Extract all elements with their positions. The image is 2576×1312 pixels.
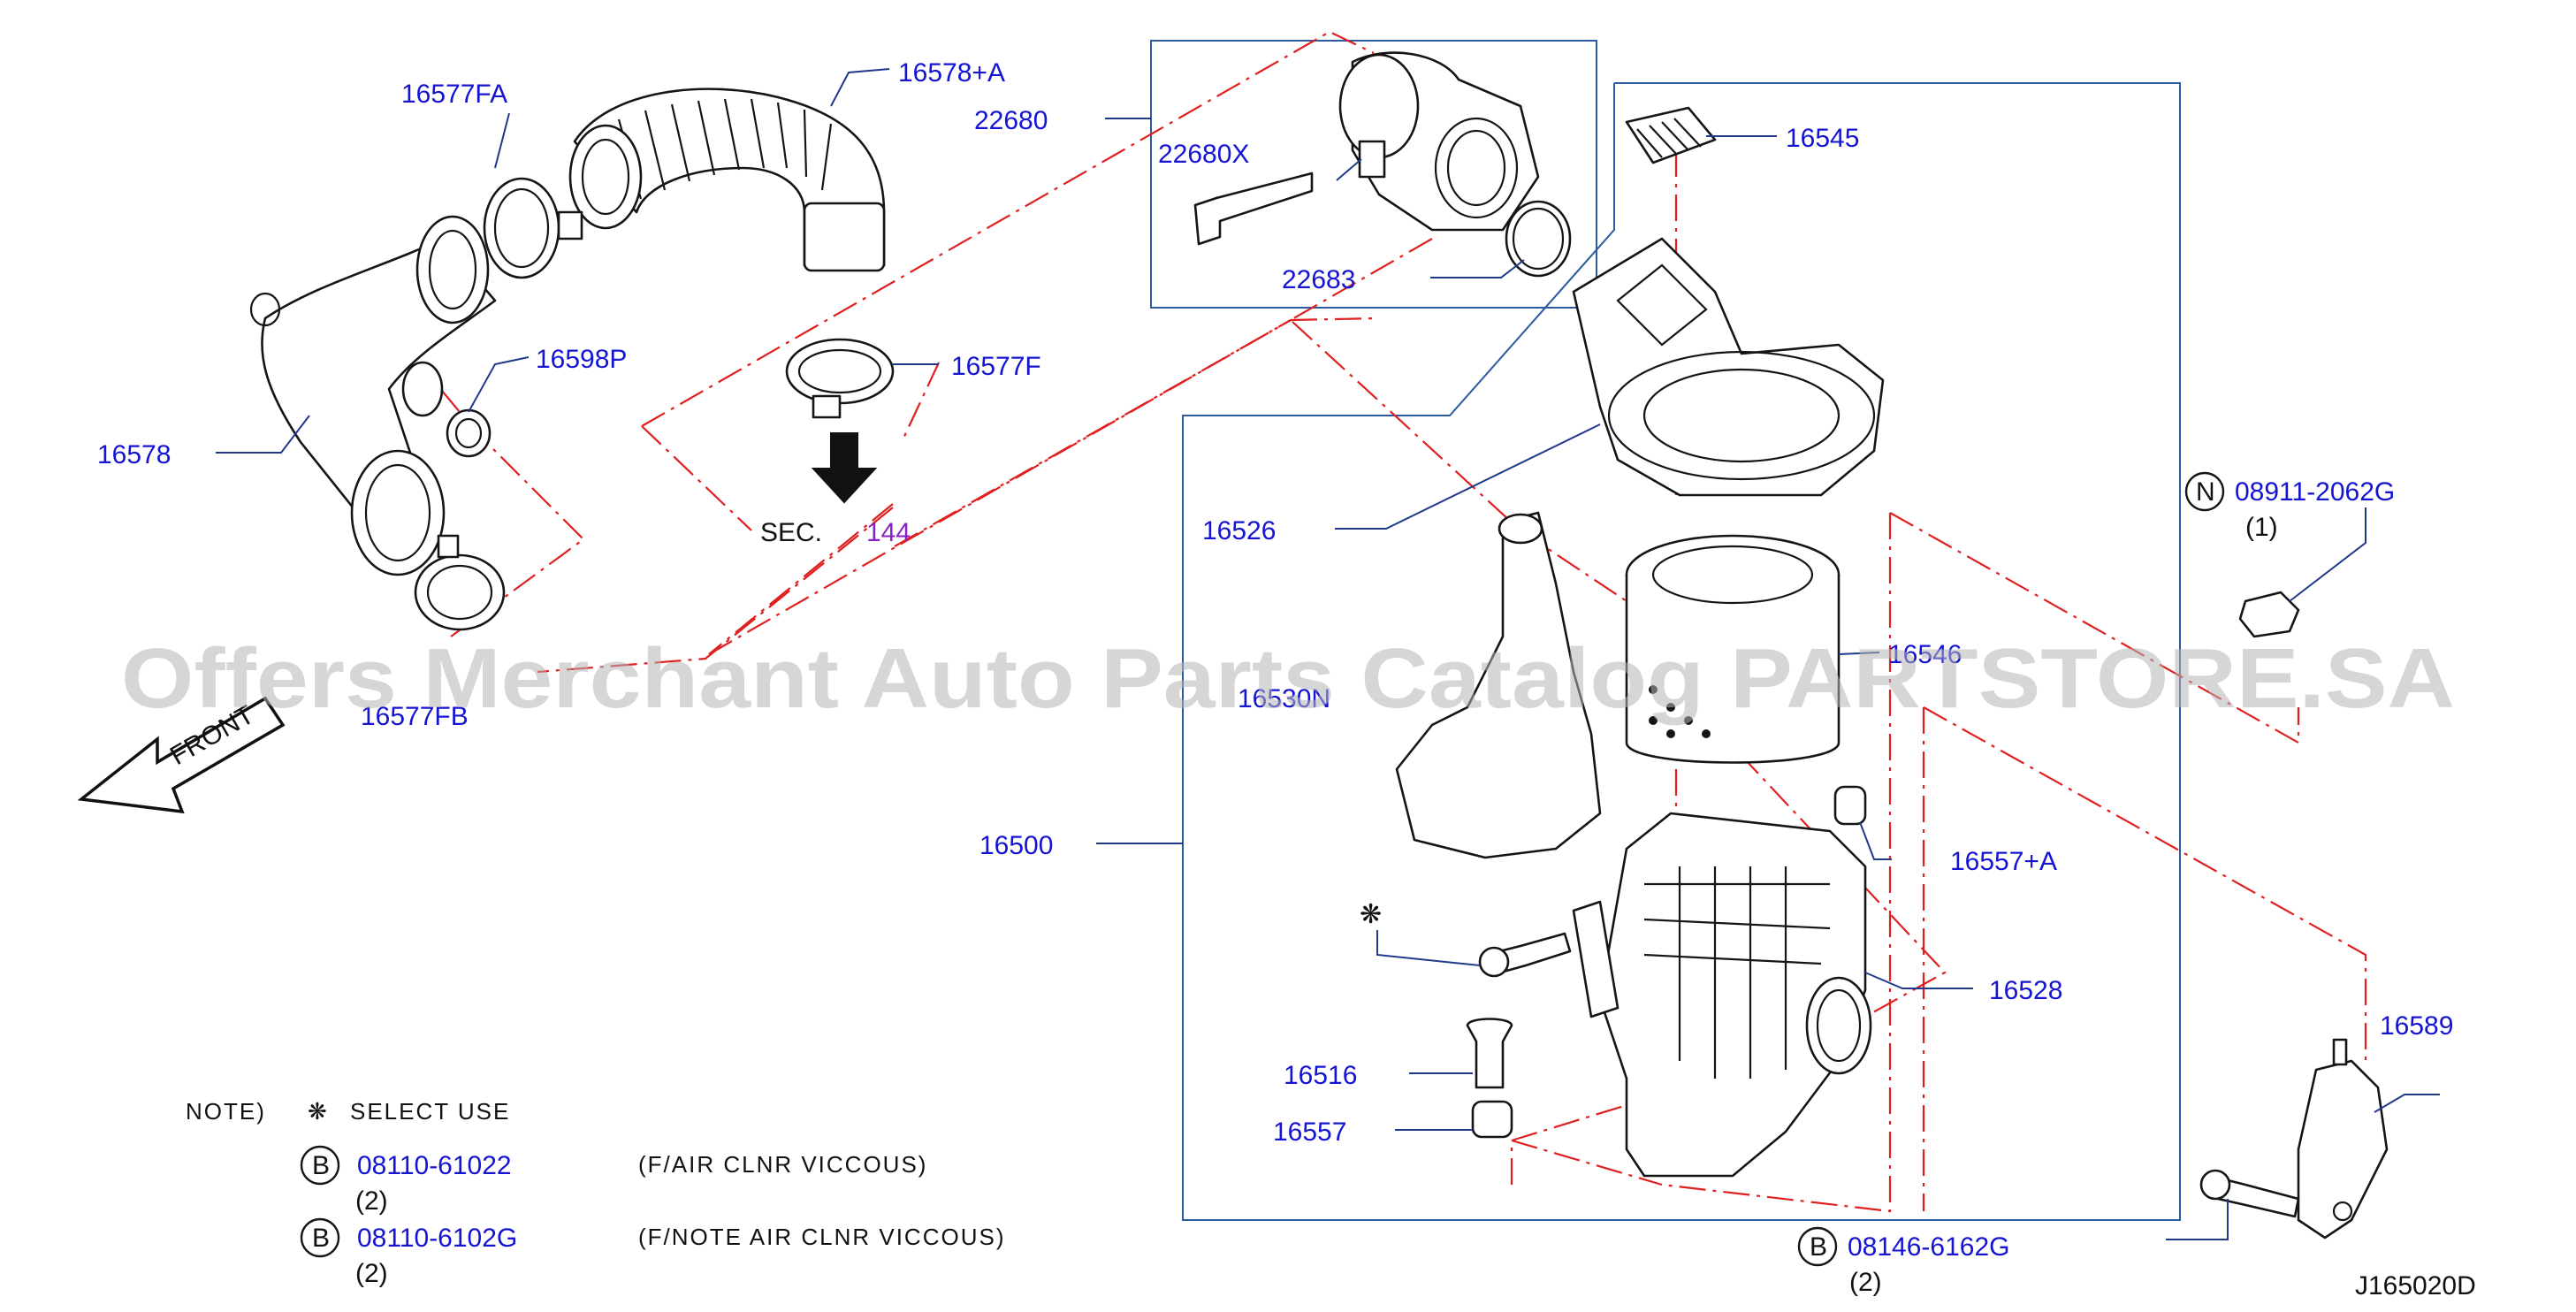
label-16578a: 16578+A	[898, 58, 1005, 88]
label-16526: 16526	[1202, 516, 1276, 545]
upper-case	[1572, 237, 1885, 497]
grommet-16557	[1471, 1100, 1513, 1139]
label-sec-number: 144	[866, 518, 911, 547]
lower-case	[1572, 812, 1872, 1178]
note-desc-2: (F/NOTE AIR CLNR VICCOUS)	[638, 1224, 1005, 1250]
label-16545: 16545	[1786, 124, 1859, 153]
select-use-bolt	[1478, 932, 1572, 978]
note-b-circle-2	[300, 1217, 340, 1258]
mass-air-flow-box	[1150, 40, 1597, 309]
watermark: Offers Merchant Auto Parts Catalog PARTS…	[121, 631, 2455, 726]
label-16557a: 16557+A	[1950, 847, 2057, 876]
label-16516: 16516	[1284, 1061, 1357, 1090]
note-b-circle-1	[300, 1145, 340, 1186]
label-22680: 22680	[974, 106, 1048, 135]
label-sec: SEC.	[760, 518, 822, 547]
label-16578: 16578	[97, 440, 171, 469]
airflow-sensor	[1193, 172, 1314, 246]
diagram-id: J165020D	[2355, 1271, 2476, 1301]
label-16546: 16546	[1888, 640, 1962, 669]
leader-lines	[216, 68, 2440, 1240]
select-use-mark: ❋	[1360, 900, 1382, 929]
b-symbol-circle-bottom	[1797, 1226, 1838, 1267]
front-arrow	[77, 696, 286, 814]
lower-duct	[249, 215, 497, 576]
grommet-16557a	[1833, 785, 1867, 826]
label-16577fa: 16577FA	[401, 80, 507, 109]
pin-16516	[1466, 1018, 1513, 1089]
note-desc-1: (F/AIR CLNR VICCOUS)	[638, 1151, 927, 1178]
label-16577f: 16577F	[951, 352, 1041, 381]
chain-lines	[441, 30, 2367, 1221]
filter-element	[1625, 534, 1841, 764]
label-16598p: 16598P	[536, 345, 627, 374]
air-cleaner-box	[1182, 82, 2181, 1221]
note-select-use: SELECT USE	[350, 1098, 510, 1125]
seal-pad	[1625, 106, 1717, 164]
n-symbol: N	[2196, 477, 2215, 507]
o-ring	[1505, 200, 1572, 278]
note-qty-2: (2)	[355, 1259, 388, 1288]
clamp-16577fb	[414, 534, 506, 631]
note-title: NOTE)	[186, 1098, 266, 1125]
label-bottom-bolt-part: 08146-6162G	[1848, 1232, 2010, 1262]
nut	[2238, 591, 2300, 638]
label-16589: 16589	[2380, 1011, 2453, 1041]
label-nut-qty: (1)	[2245, 513, 2278, 542]
label-22683: 22683	[1282, 265, 1355, 294]
label-16528: 16528	[1989, 976, 2062, 1005]
note-part-1: 08110-61022	[357, 1151, 512, 1180]
note-part-2: 08110-6102G	[357, 1224, 517, 1253]
note-b-symbol-2: B	[312, 1224, 330, 1253]
label-16530n: 16530N	[1238, 684, 1330, 713]
note-b-symbol-1: B	[312, 1151, 330, 1180]
note-block: NOTE) ❋ SELECT USE B 08110-61022 (2) (F/…	[186, 1098, 1005, 1288]
label-16500: 16500	[979, 831, 1053, 860]
clamp-16598p	[446, 408, 492, 458]
bracket-bolt	[2199, 1169, 2300, 1218]
label-22680x: 22680X	[1158, 140, 1249, 169]
upper-duct-hose	[568, 88, 886, 272]
n-symbol-circle	[2184, 471, 2225, 512]
part-labels: 16577FA 16578+A 22680 22680X 22683 16545…	[97, 58, 2476, 1301]
section-arrow	[811, 432, 878, 504]
label-16557: 16557	[1273, 1117, 1346, 1147]
label-16577fb: 16577FB	[361, 702, 469, 731]
resonator-duct	[1395, 511, 1602, 859]
airflow-meter-housing	[1338, 51, 1540, 232]
label-nut-part: 08911-2062G	[2235, 477, 2395, 507]
b-symbol-bottom: B	[1810, 1232, 1827, 1262]
note-qty-1: (2)	[355, 1186, 388, 1216]
clamp-16577f	[785, 338, 895, 419]
bracket	[2297, 1038, 2389, 1240]
clamp-16577fa	[483, 177, 583, 279]
label-bottom-bolt-qty: (2)	[1849, 1268, 1882, 1297]
note-select-mark: ❋	[308, 1098, 329, 1125]
